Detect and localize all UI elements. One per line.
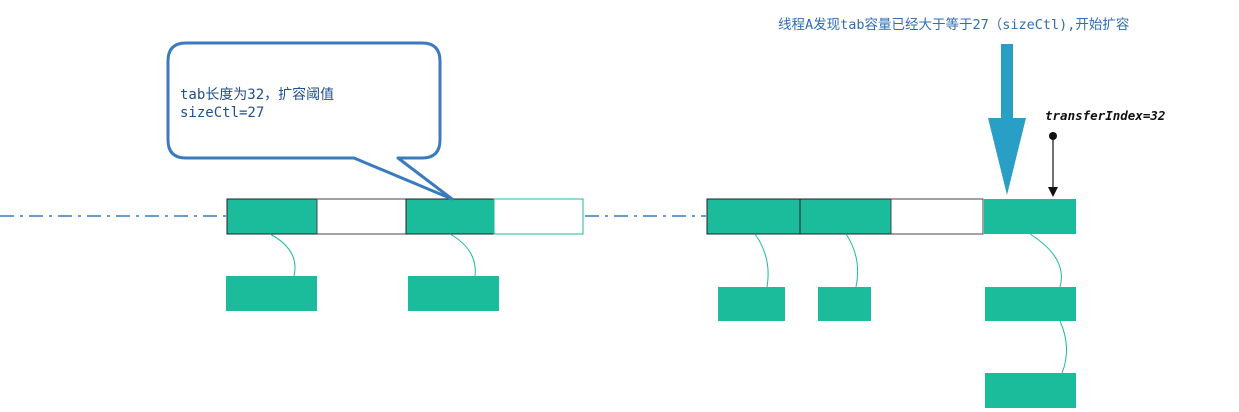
callout-line-1: tab长度为32，扩容阈值 xyxy=(180,87,335,103)
callout-bubble xyxy=(166,41,454,201)
list-node xyxy=(985,373,1076,408)
tab-slot xyxy=(706,198,801,235)
callout-text: tab长度为32，扩容阈值 sizeCtl=27 xyxy=(180,86,334,122)
node-link xyxy=(269,233,296,277)
node-link xyxy=(754,233,769,288)
list-node xyxy=(226,276,317,311)
tab-slot xyxy=(316,198,407,235)
node-link xyxy=(1029,233,1062,288)
tab-slot xyxy=(890,198,984,235)
thread-arrow-icon xyxy=(988,44,1026,195)
tab-slot xyxy=(493,198,584,235)
node-link xyxy=(845,233,859,288)
list-node xyxy=(985,287,1076,321)
list-node xyxy=(408,276,499,311)
thread-note: 线程A发现tab容量已经大于等于27（sizeCtl),开始扩容 xyxy=(778,17,1130,33)
tab-slot xyxy=(405,198,495,235)
tab-slot xyxy=(984,199,1076,234)
tab-slot xyxy=(799,198,892,235)
node-link xyxy=(1059,320,1067,374)
callout-line-2: sizeCtl=27 xyxy=(180,105,265,121)
node-link xyxy=(449,233,476,277)
list-node xyxy=(718,287,785,321)
transfer-index-arrowhead-icon xyxy=(1048,187,1058,197)
transfer-index-label: transferIndex=32 xyxy=(1045,108,1166,123)
list-node xyxy=(818,287,871,321)
tab-slot xyxy=(226,198,318,235)
